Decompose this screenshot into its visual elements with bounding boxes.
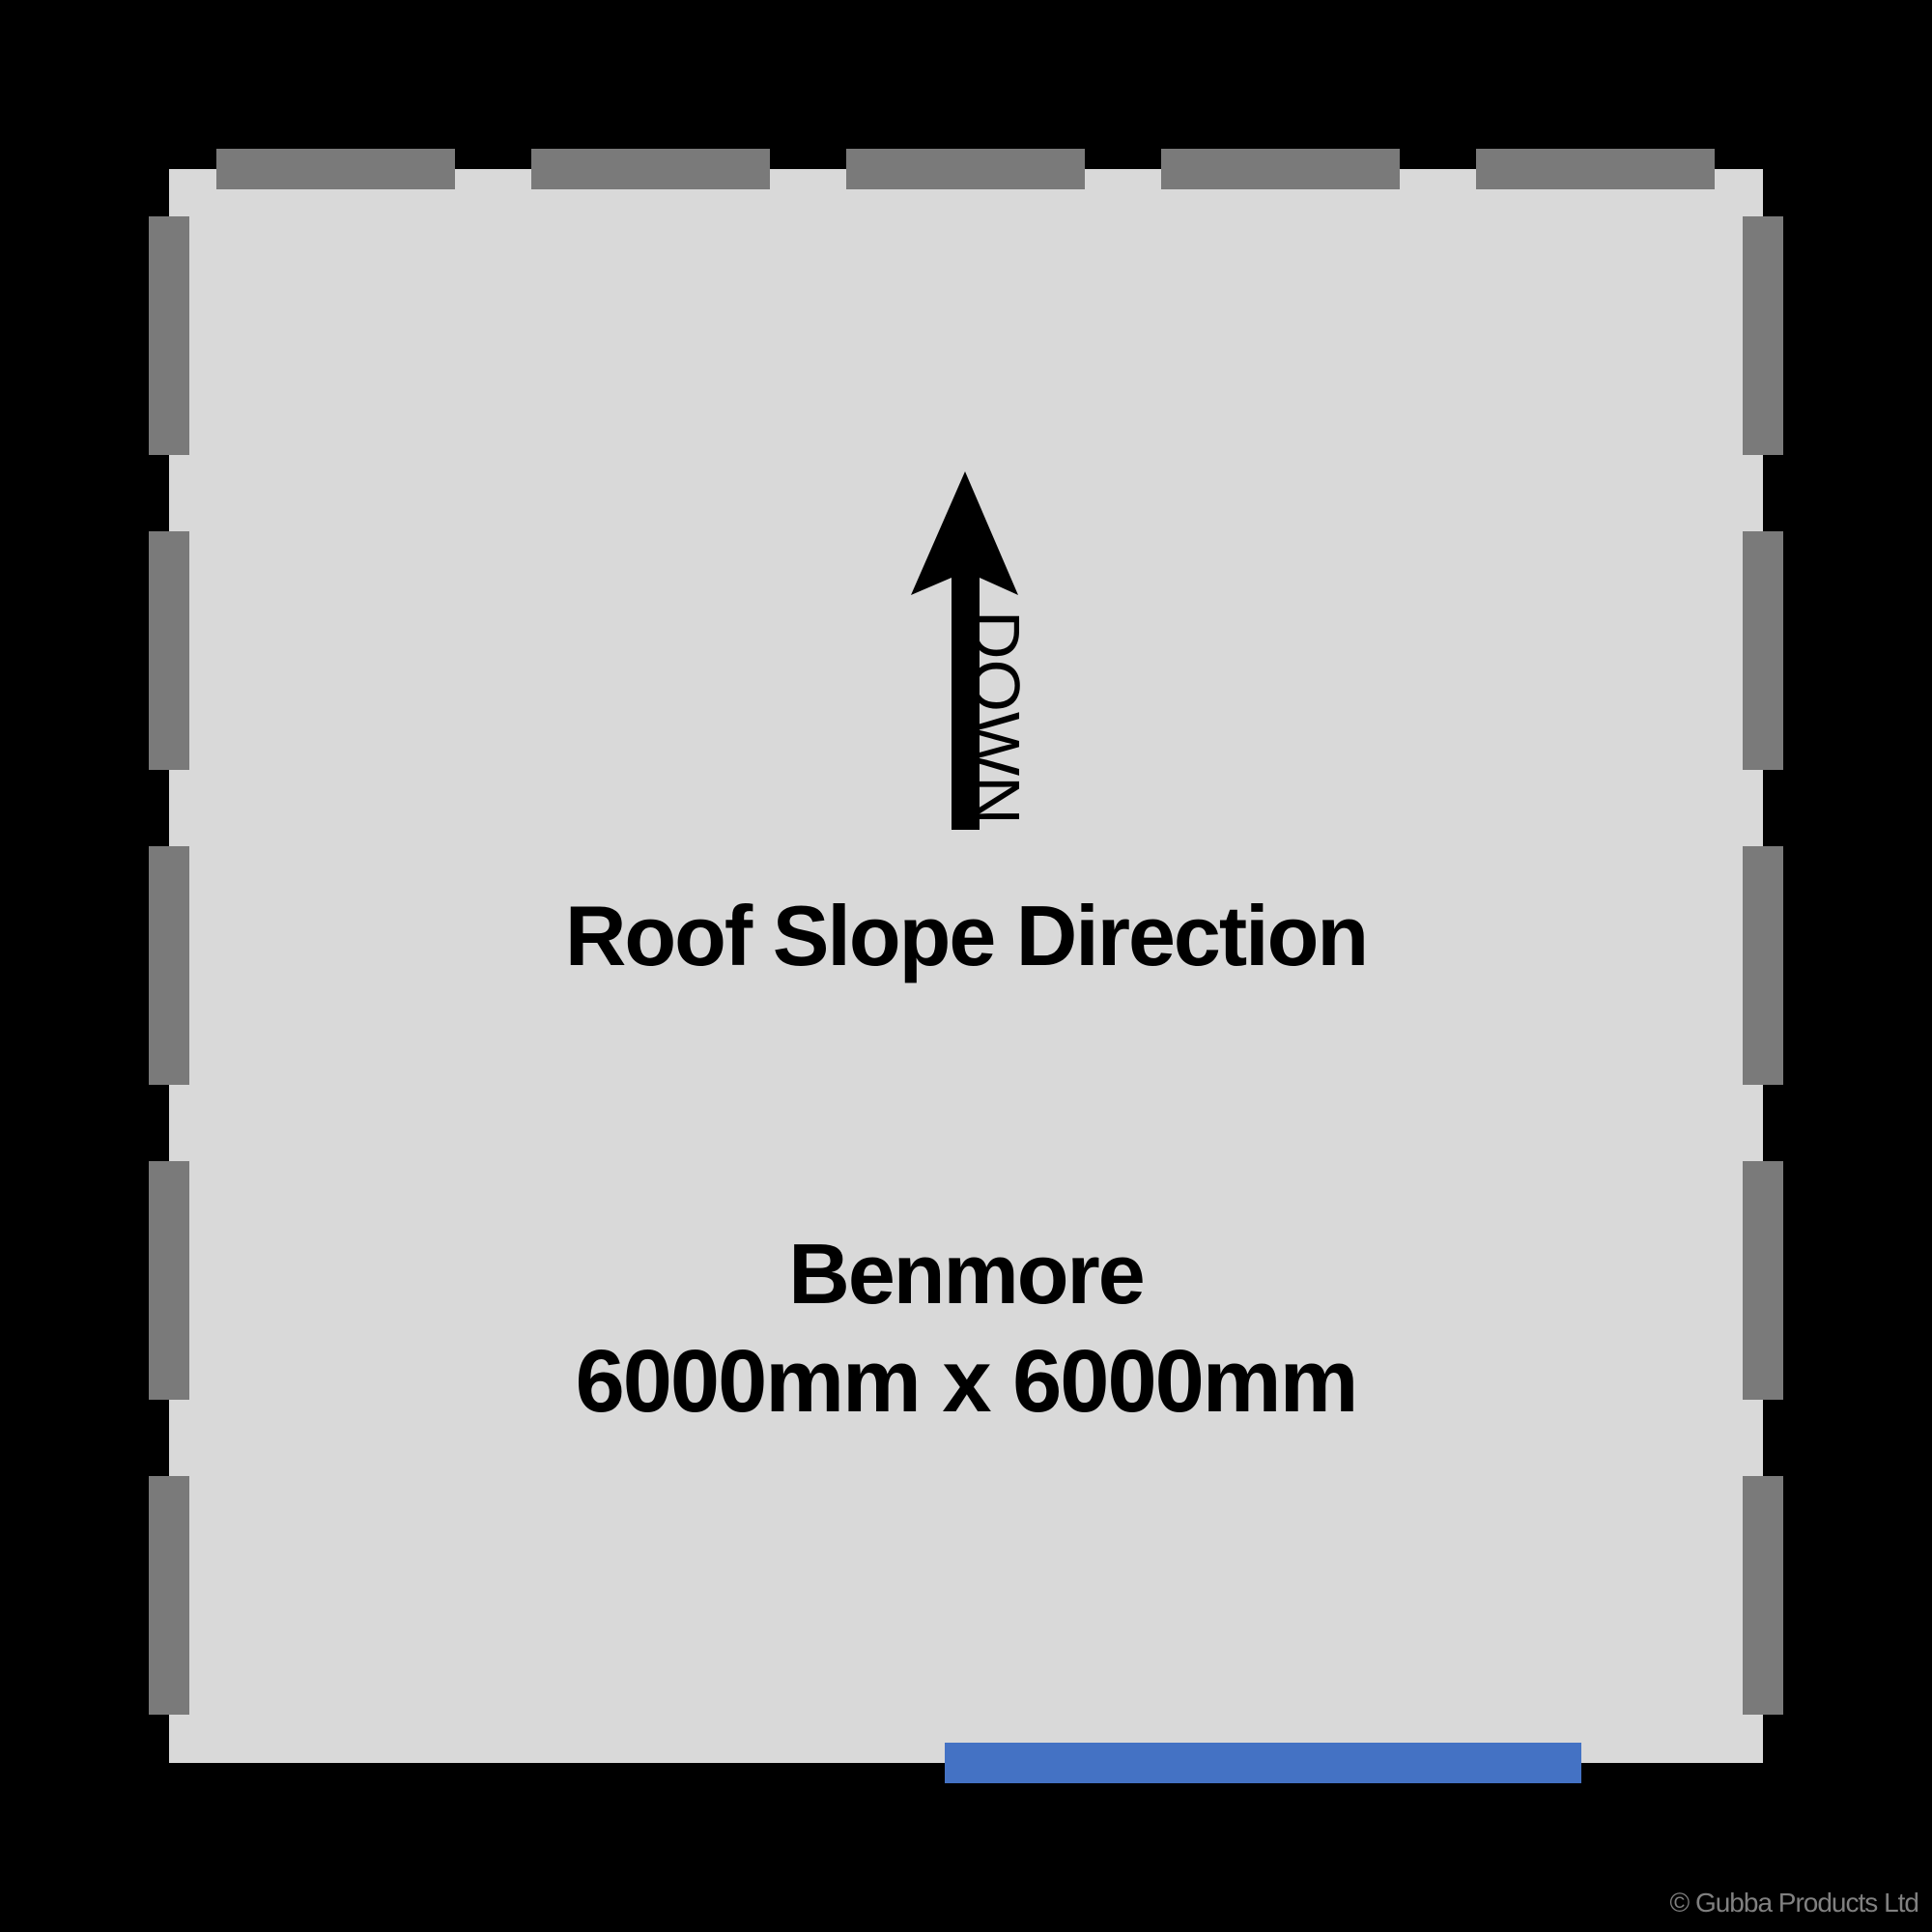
wall-dash-left — [149, 1161, 189, 1400]
diagram-title: Roof Slope Direction — [564, 888, 1369, 983]
wall-dash-top — [531, 149, 770, 189]
wall-dash-left — [149, 846, 189, 1085]
wall-dash-right — [1743, 846, 1783, 1085]
wall-dash-left — [149, 1476, 189, 1715]
model-name: Benmore — [788, 1226, 1145, 1321]
wall-dash-right — [1743, 531, 1783, 770]
wall-dash-right — [1743, 216, 1783, 455]
copyright-notice: © Gubba Products Ltd — [1669, 1888, 1919, 1918]
wall-dash-right — [1743, 1161, 1783, 1400]
wall-dash-left — [149, 216, 189, 455]
wall-dash-left — [149, 531, 189, 770]
wall-dash-top — [1476, 149, 1715, 189]
wall-dash-top — [1161, 149, 1400, 189]
wall-dash-top — [216, 149, 455, 189]
dimensions-label: 6000mm x 6000mm — [575, 1332, 1359, 1431]
wall-dash-top — [846, 149, 1085, 189]
door-opening — [945, 1743, 1581, 1783]
arrow-up-icon — [911, 471, 1018, 830]
wall-dash-right — [1743, 1476, 1783, 1715]
floor-plan — [169, 169, 1763, 1763]
slope-direction-word: DOWN — [958, 611, 1034, 825]
